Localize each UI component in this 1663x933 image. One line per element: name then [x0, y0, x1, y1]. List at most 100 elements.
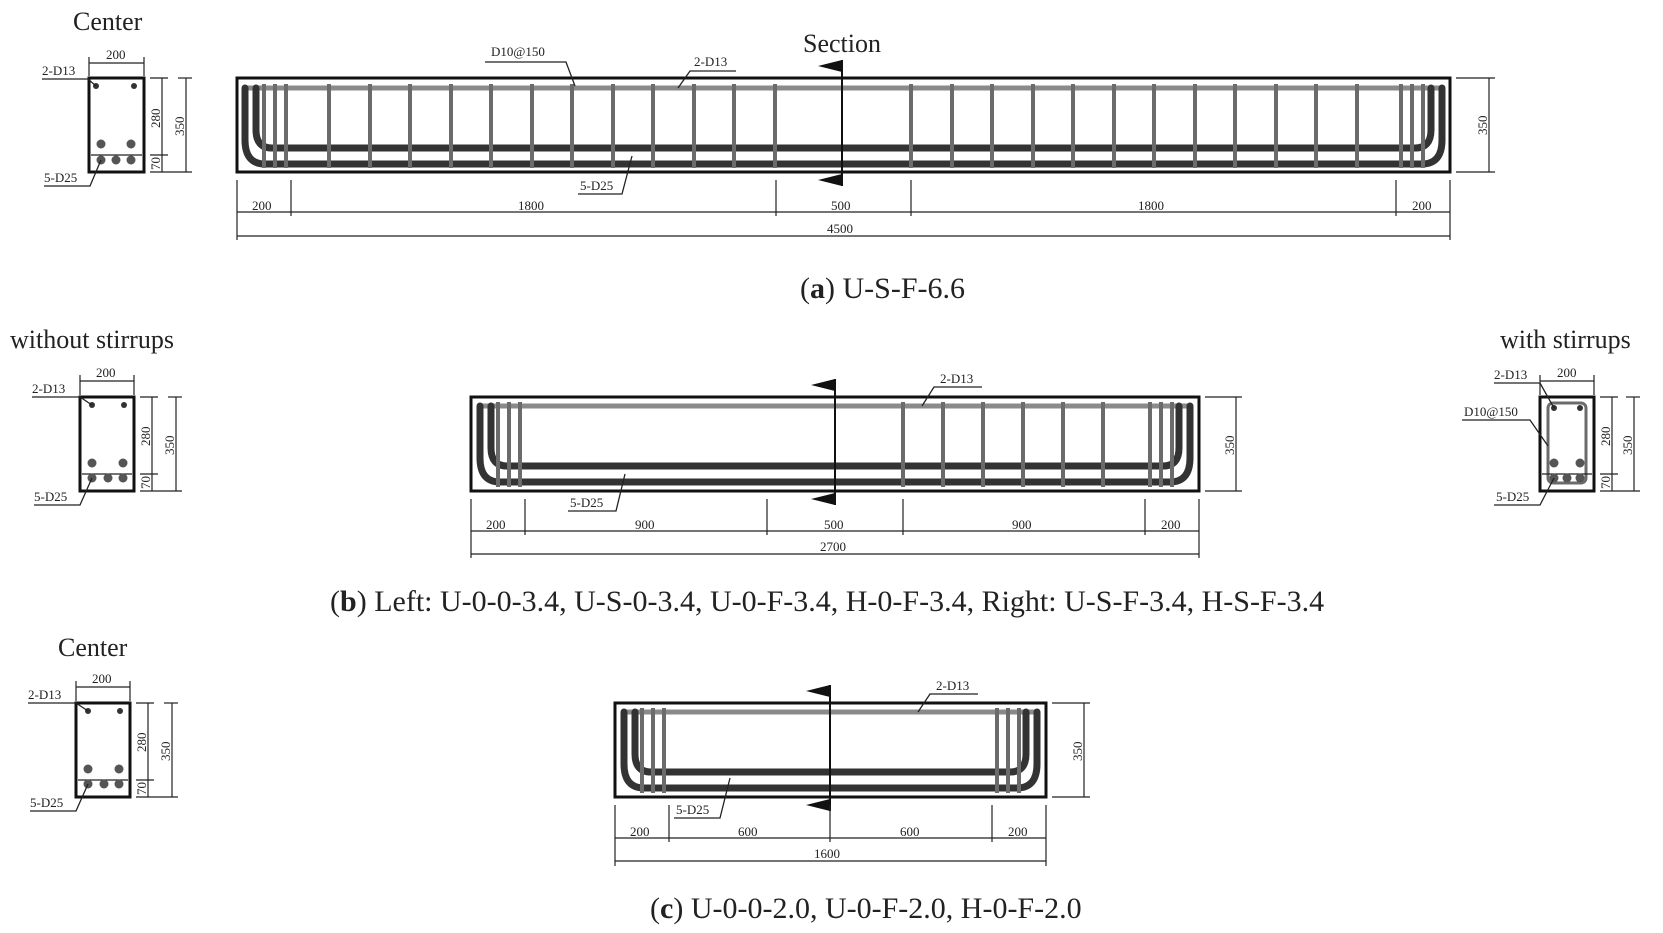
top-bar-label: 2-D13 — [694, 54, 727, 69]
top-bar-label: 2-D13 — [1494, 367, 1527, 382]
bottom-bar-dot — [96, 139, 106, 149]
section-depth-label: 350 — [158, 742, 173, 762]
section-width-label: 200 — [106, 47, 126, 62]
cross-section-c: Center 200 280 70 350 2-D13 5-D25 — [28, 633, 178, 812]
dim-label: 200 — [1412, 198, 1432, 213]
effective-depth-label: 280 — [134, 733, 149, 753]
caption-letter: a — [810, 272, 825, 305]
top-bar-label: 2-D13 — [42, 63, 75, 78]
beam-elevation-b: 2-D13 5-D25 350 200 900 500 900 200 2700 — [469, 371, 1242, 558]
height-label: 350 — [1070, 742, 1085, 762]
bottom-bar-label: 5-D25 — [44, 170, 77, 185]
bottom-bar-label: 5-D25 — [30, 795, 63, 810]
caption-text: U-0-0-2.0, U-0-F-2.0, H-0-F-2.0 — [683, 892, 1081, 925]
total-dim-label: 2700 — [820, 539, 846, 554]
caption-text: Left: U-0-0-3.4, U-S-0-3.4, U-0-F-3.4, H… — [367, 585, 1324, 618]
stirrup-leader — [485, 61, 576, 87]
section-title-c: Center — [58, 633, 128, 662]
dim-label: 600 — [900, 824, 920, 839]
section-depth-label: 350 — [1620, 436, 1635, 456]
section-width-label: 200 — [96, 365, 116, 380]
bottom-bar-label: 5-D25 — [34, 489, 67, 504]
height-label: 350 — [1475, 116, 1490, 136]
stirrup-group — [262, 84, 1425, 168]
top-bar-leader — [677, 70, 736, 89]
dim-ticks — [236, 180, 1451, 240]
total-dim-label: 1600 — [814, 846, 840, 861]
beam-elevation-c: 2-D13 5-D25 350 200 600 600 200 1600 — [613, 678, 1090, 866]
caption-c: (c) U-0-0-2.0, U-0-F-2.0, H-0-F-2.0 — [650, 892, 1082, 925]
bottom-bar-label: 5-D25 — [570, 495, 603, 510]
dim-label: 200 — [1161, 517, 1181, 532]
dim-label: 500 — [824, 517, 844, 532]
caption-letter: b — [340, 585, 357, 618]
effective-depth-label: 280 — [1598, 427, 1613, 447]
bottom-bar-leader — [578, 155, 633, 195]
bottom-bar-label: 5-D25 — [580, 178, 613, 193]
stirrup-label: D10@150 — [491, 44, 545, 59]
dim-label: 200 — [1008, 824, 1028, 839]
section-outline — [1538, 395, 1596, 493]
beam-outline — [235, 76, 1452, 174]
section-outline — [87, 76, 146, 174]
stirrup-label: D10@150 — [1464, 404, 1518, 419]
cross-section-b-right: with stirrups 200 280 70 350 2-D13 D10@1… — [1462, 325, 1640, 506]
section-cut-marker: Section — [803, 29, 881, 186]
cover-label: 70 — [1598, 476, 1613, 489]
top-bar-leader — [42, 78, 97, 87]
panel-b: without stirrups 200 280 70 350 2-D13 5-… — [10, 325, 1640, 618]
bottom-bar-leader — [44, 159, 102, 187]
top-bar-dot — [131, 83, 137, 89]
cover-label: 70 — [148, 157, 163, 170]
dim-label: 1800 — [1138, 198, 1164, 213]
bottom-bar-dot — [111, 155, 121, 165]
total-dim-label: 4500 — [827, 221, 853, 236]
dim-label: 1800 — [518, 198, 544, 213]
effective-depth-label: 280 — [148, 109, 163, 129]
top-bar-label: 2-D13 — [936, 678, 969, 693]
section-title-b-left: without stirrups — [10, 325, 174, 354]
effective-depth-label: 280 — [138, 427, 153, 447]
height-label: 350 — [1222, 436, 1237, 456]
dim-label: 200 — [630, 824, 650, 839]
dim-label: 200 — [486, 517, 506, 532]
cross-section-b-left: without stirrups 200 280 70 350 2-D13 5-… — [10, 325, 182, 506]
dim-label: 500 — [831, 198, 851, 213]
bottom-bar-label: 5-D25 — [1496, 489, 1529, 504]
cross-section-a: Center 200 280 70 350 2-D13 5-D25 — [42, 7, 192, 187]
top-bar-label: 2-D13 — [32, 381, 65, 396]
section-title-a: Center — [73, 7, 143, 36]
caption-b: (b) Left: U-0-0-3.4, U-S-0-3.4, U-0-F-3.… — [330, 585, 1324, 618]
section-outline — [74, 701, 132, 799]
section-cut-marker — [811, 379, 836, 505]
top-bar-label: 2-D13 — [28, 687, 61, 702]
cover-label: 70 — [138, 476, 153, 489]
bottom-bar-dot — [126, 155, 136, 165]
bottom-bar-label: 5-D25 — [676, 802, 709, 817]
dim-label: 200 — [252, 198, 272, 213]
dim-label: 900 — [1012, 517, 1032, 532]
caption-text: U-S-F-6.6 — [835, 272, 965, 305]
section-cut-marker — [806, 685, 831, 811]
bottom-bar-dot — [126, 139, 136, 149]
bottom-bar — [252, 84, 1435, 152]
caption-a: (a) U-S-F-6.6 — [800, 272, 965, 305]
dim-label: 900 — [635, 517, 655, 532]
panel-c: Center 200 280 70 350 2-D13 5-D25 — [28, 633, 1090, 925]
bottom-bar — [241, 84, 1446, 168]
section-depth-label: 350 — [162, 436, 177, 456]
top-bar-label: 2-D13 — [940, 371, 973, 386]
section-width-label: 200 — [92, 671, 112, 686]
section-marker-label: Section — [803, 29, 881, 58]
stirrup-group — [640, 708, 1021, 793]
panel-a: Center 200 280 70 350 2-D13 5-D25 — [42, 7, 1495, 305]
section-width-label: 200 — [1557, 365, 1577, 380]
section-title-b-right: with stirrups — [1500, 325, 1631, 354]
section-depth-label: 350 — [172, 117, 187, 137]
stirrup-group — [496, 402, 1174, 487]
caption-letter: c — [660, 892, 673, 925]
section-outline — [78, 395, 136, 493]
stirrup-hoop — [1546, 401, 1588, 485]
beam-elevation-a: Section D10@150 2-D13 5-D25 350 — [235, 29, 1495, 240]
